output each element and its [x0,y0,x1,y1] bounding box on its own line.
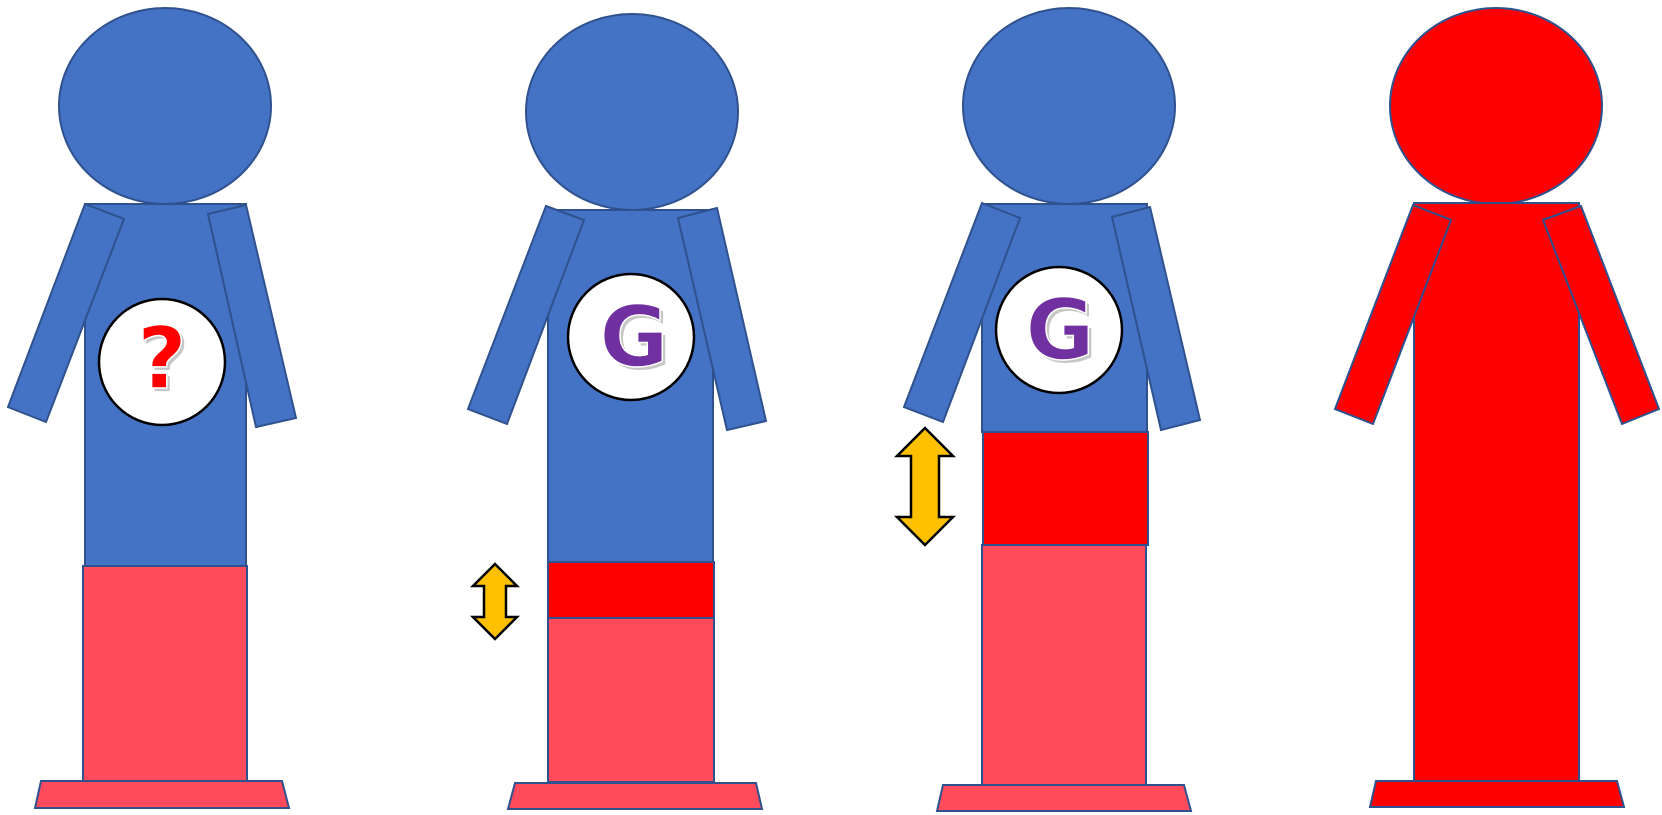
figure-2-head [526,14,738,210]
figure-4-base [1370,781,1624,807]
figure-2-legs [548,618,714,782]
figure-2-double-arrow-icon [473,564,517,639]
figure-4-head [1390,8,1602,204]
figure-2-shaded-band [548,562,714,618]
figure-1-head [59,8,271,204]
figure-4-torso [1414,203,1579,783]
figure-2-base [508,783,762,809]
figure-1-legs [83,566,247,786]
figure-3-double-arrow-icon [897,428,953,545]
figure-2: GG [468,14,766,809]
g-letter-icon: G [1026,281,1095,379]
figure-3: GG [897,8,1200,811]
figure-1: ?? [8,8,296,808]
figure-1-badge: ?? [99,299,225,425]
figure-2-badge: GG [568,274,694,400]
question-mark-icon: ? [137,309,187,409]
g-letter-icon: G [600,288,669,386]
figure-3-badge: GG [996,267,1122,393]
figure-3-legs [982,545,1146,788]
figure-3-shaded-band [983,432,1148,545]
figure-4 [1335,8,1659,807]
figure-3-base [937,785,1191,811]
figure-3-head [963,8,1175,204]
figure-1-base [35,781,289,808]
